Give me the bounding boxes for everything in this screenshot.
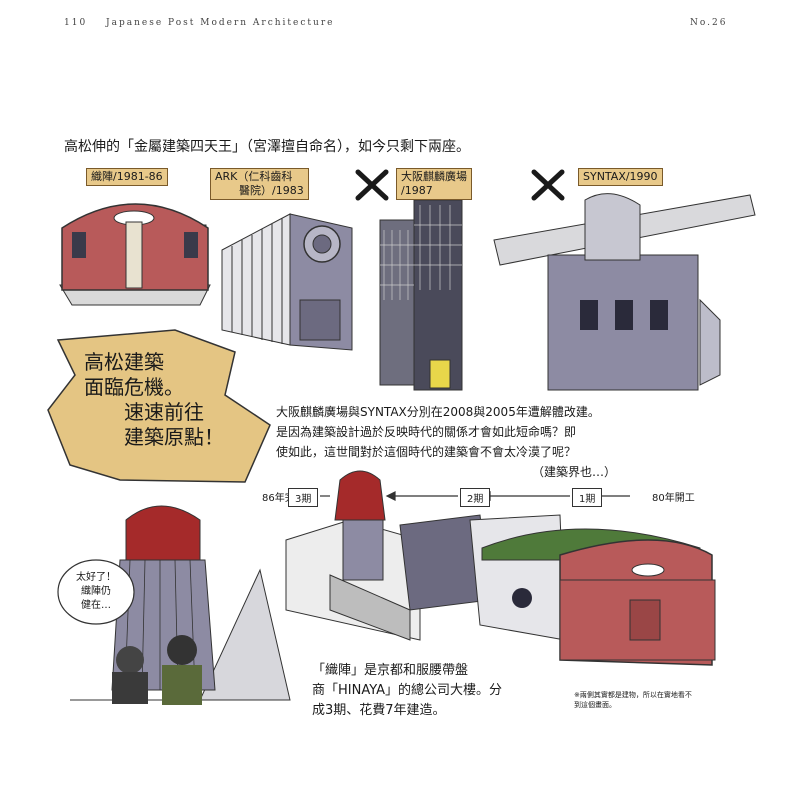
- commentary-line-2: 是因為建築設計過於反映時代的關係才會如此短命嗎？即: [276, 425, 577, 439]
- issue-number: No.26: [690, 18, 728, 28]
- building-label-kirin-line2: /1987: [401, 183, 433, 197]
- footnote-line-2: 到這個畫面。: [574, 701, 616, 709]
- building-label-syntax: SYNTAX/1990: [578, 168, 663, 186]
- building-syntax-illustration: [493, 193, 756, 391]
- building-label-orijin: 織陣/1981-86: [86, 168, 168, 186]
- visitors-scene-illustration: [70, 505, 291, 705]
- building-kirin-plaza-illustration: [379, 199, 463, 391]
- building-label-kirin-line1: 大阪麒麟廣場: [401, 170, 467, 183]
- demolition-commentary: 大阪麒麟廣場與SYNTAX分別在2008與2005年遭解體改建。 是因為建築設計…: [276, 402, 616, 482]
- crisis-line-1: 高松建築: [84, 350, 164, 374]
- crisis-line-3: 速速前往: [124, 400, 204, 424]
- speech-bubble-shape: [57, 559, 135, 625]
- crisis-line-2: 面臨危機。: [84, 375, 184, 399]
- timeline-phase-1: 1期: [572, 488, 603, 507]
- building-label-ark-line2: 醫院）/1983: [239, 183, 304, 197]
- demolished-cross-icon: [355, 169, 389, 201]
- page-number: 110: [64, 18, 88, 28]
- crisis-sign-text: 高松建築 面臨危機。 速速前往 建築原點！: [84, 350, 224, 450]
- commentary-line-4: （建築界也…）: [532, 465, 617, 479]
- building-orijin-illustration: [59, 203, 211, 306]
- building-label-ark-line1: ARK（仁科齒科: [215, 170, 293, 183]
- timeline-phase-2: 2期: [460, 488, 491, 507]
- footnote: ※兩側其實都是建物，所以在實地看不 到這個畫面。: [574, 690, 692, 710]
- caption-line-2: 商「HINAYA」的總公司大樓。分: [312, 683, 503, 698]
- crisis-sign-shape: [47, 329, 271, 483]
- commentary-line-3: 使如此，這世間對於這個時代的建築會不會太冷漠了呢？: [276, 445, 577, 459]
- series-title: Japanese Post Modern Architecture: [106, 18, 335, 28]
- demolished-cross-icon: [531, 169, 565, 201]
- building-ark-illustration: [221, 213, 353, 351]
- caption-line-1: 「織陣」是京都和服腰帶盤: [312, 663, 469, 678]
- building-label-ark: ARK（仁科齒科 醫院）/1983: [210, 168, 309, 200]
- speech-line-3: 健在…: [81, 600, 111, 611]
- timeline-start: 80年開工: [652, 493, 695, 504]
- speech-line-1: 太好了！: [76, 572, 116, 583]
- crisis-line-4: 建築原點！: [124, 425, 224, 449]
- intro-text: 高松伸的「金屬建築四天王」（宮澤擅自命名），如今只剩下兩座。: [64, 139, 470, 155]
- orijin-full-view-illustration: [285, 470, 716, 666]
- building-label-kirin: 大阪麒麟廣場 /1987: [396, 168, 472, 200]
- timeline-phase-3: 3期: [288, 488, 319, 507]
- timeline-completed: 86年完成: [262, 493, 305, 504]
- caption-line-3: 成3期、花費7年建造。: [312, 703, 446, 718]
- commentary-line-1: 大阪麒麟廣場與SYNTAX分別在2008與2005年遭解體改建。: [276, 405, 600, 419]
- speech-line-2: 織陣仍: [81, 586, 111, 597]
- orijin-caption: 「織陣」是京都和服腰帶盤 商「HINAYA」的總公司大樓。分 成3期、花費7年建…: [312, 661, 502, 721]
- footnote-line-1: ※兩側其實都是建物，所以在實地看不: [574, 691, 692, 699]
- speech-bubble-text: 太好了！ 織陣仍 健在…: [70, 571, 122, 613]
